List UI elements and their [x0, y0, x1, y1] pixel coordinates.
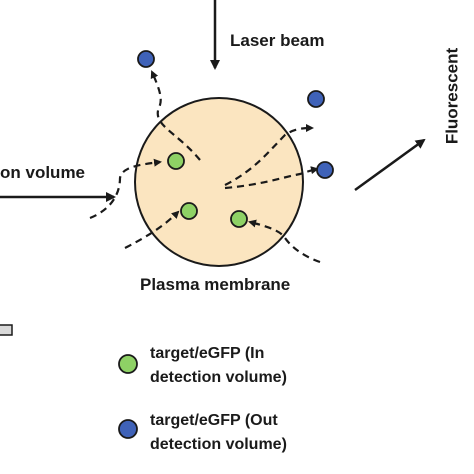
- path-top-right: [224, 124, 314, 186]
- out-particle-2: [307, 90, 325, 108]
- path-right: [224, 166, 319, 190]
- in-particle-2: [180, 202, 198, 220]
- fluorescent-label: Fluorescent: [442, 47, 462, 145]
- legend-in-line2: detection volume): [150, 369, 287, 386]
- diffusion-paths: [89, 70, 321, 264]
- laser-beam-label: Laser beam: [230, 31, 325, 50]
- path-top-left: [150, 70, 201, 161]
- scale-bar: [0, 324, 13, 336]
- out-particle-1: [137, 50, 155, 68]
- in-particles: [167, 152, 248, 228]
- legend-out-swatch: [118, 419, 138, 439]
- plasma-membrane-label: Plasma membrane: [140, 275, 291, 294]
- legend-out-line2: detection volume): [150, 436, 287, 453]
- in-particle-3: [230, 210, 248, 228]
- cell-circle: [134, 97, 304, 267]
- path-bottom-right: [248, 219, 321, 264]
- out-particle-3: [316, 161, 334, 179]
- legend-out-text: target/eGFP (Out detection volume): [150, 409, 287, 457]
- legend-in-line1: target/eGFP (In: [150, 345, 265, 362]
- in-particle-1: [167, 152, 185, 170]
- legend-out-line1: target/eGFP (Out: [150, 412, 278, 429]
- out-particles: [137, 50, 334, 179]
- legend-in-text: target/eGFP (In detection volume): [150, 342, 287, 390]
- detection-volume-label: on volume: [0, 163, 86, 182]
- legend-in-swatch: [118, 354, 138, 374]
- fluorescent-arrow: [354, 138, 426, 192]
- path-left-bottom: [89, 158, 162, 220]
